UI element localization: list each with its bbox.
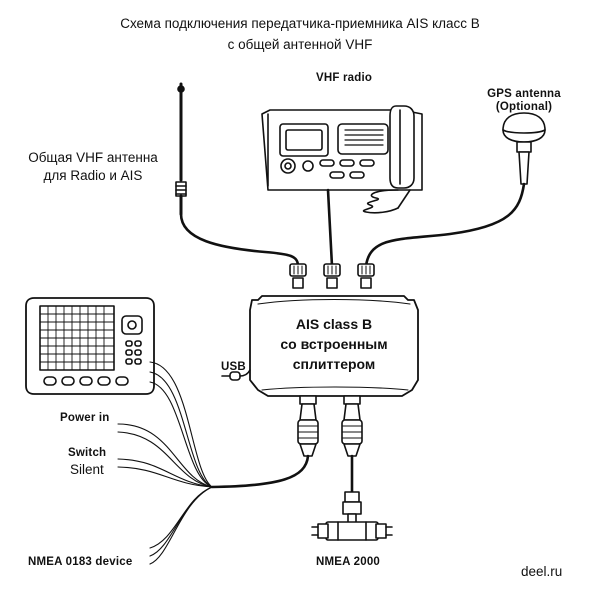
antenna-label-line1: Общая VHF антенна [28,150,158,165]
diagram-title-line2: с общей антенной VHF [227,37,373,52]
vhf-radio-icon [261,105,423,214]
ais-box-line1: AIS class B [295,316,373,332]
vhf-radio-label: VHF radio [316,72,373,84]
ais-box-label: AIS class B со встроенным сплиттером [258,314,410,374]
site-label: deel.ru [521,564,563,579]
usb-plug-icon [221,369,251,381]
ais-box-line2: со встроенным [280,336,388,352]
ais-box-line3: сплиттером [292,356,376,372]
power-in-label: Power in [60,412,110,424]
ais-transponder-icon [249,295,419,405]
chartplotter-icon [25,297,155,395]
usb-label: USB [221,361,246,373]
nmea2000-label: NMEA 2000 [316,556,381,568]
gps-optional-label: (Optional) [495,101,553,113]
switch-label: Switch [68,447,107,459]
nmea2000-tee-icon [311,491,393,541]
nmea0183-label: NMEA 0183 device [28,556,133,568]
gps-antenna-icon [502,112,546,185]
vhf-antenna-icon [175,82,187,216]
silent-label: Silent [70,462,104,477]
diagram-title-line1: Схема подключения передатчика-приемника … [120,16,480,31]
antenna-label-line2: для Radio и AIS [43,168,143,183]
gps-antenna-label: GPS antenna [487,88,561,100]
